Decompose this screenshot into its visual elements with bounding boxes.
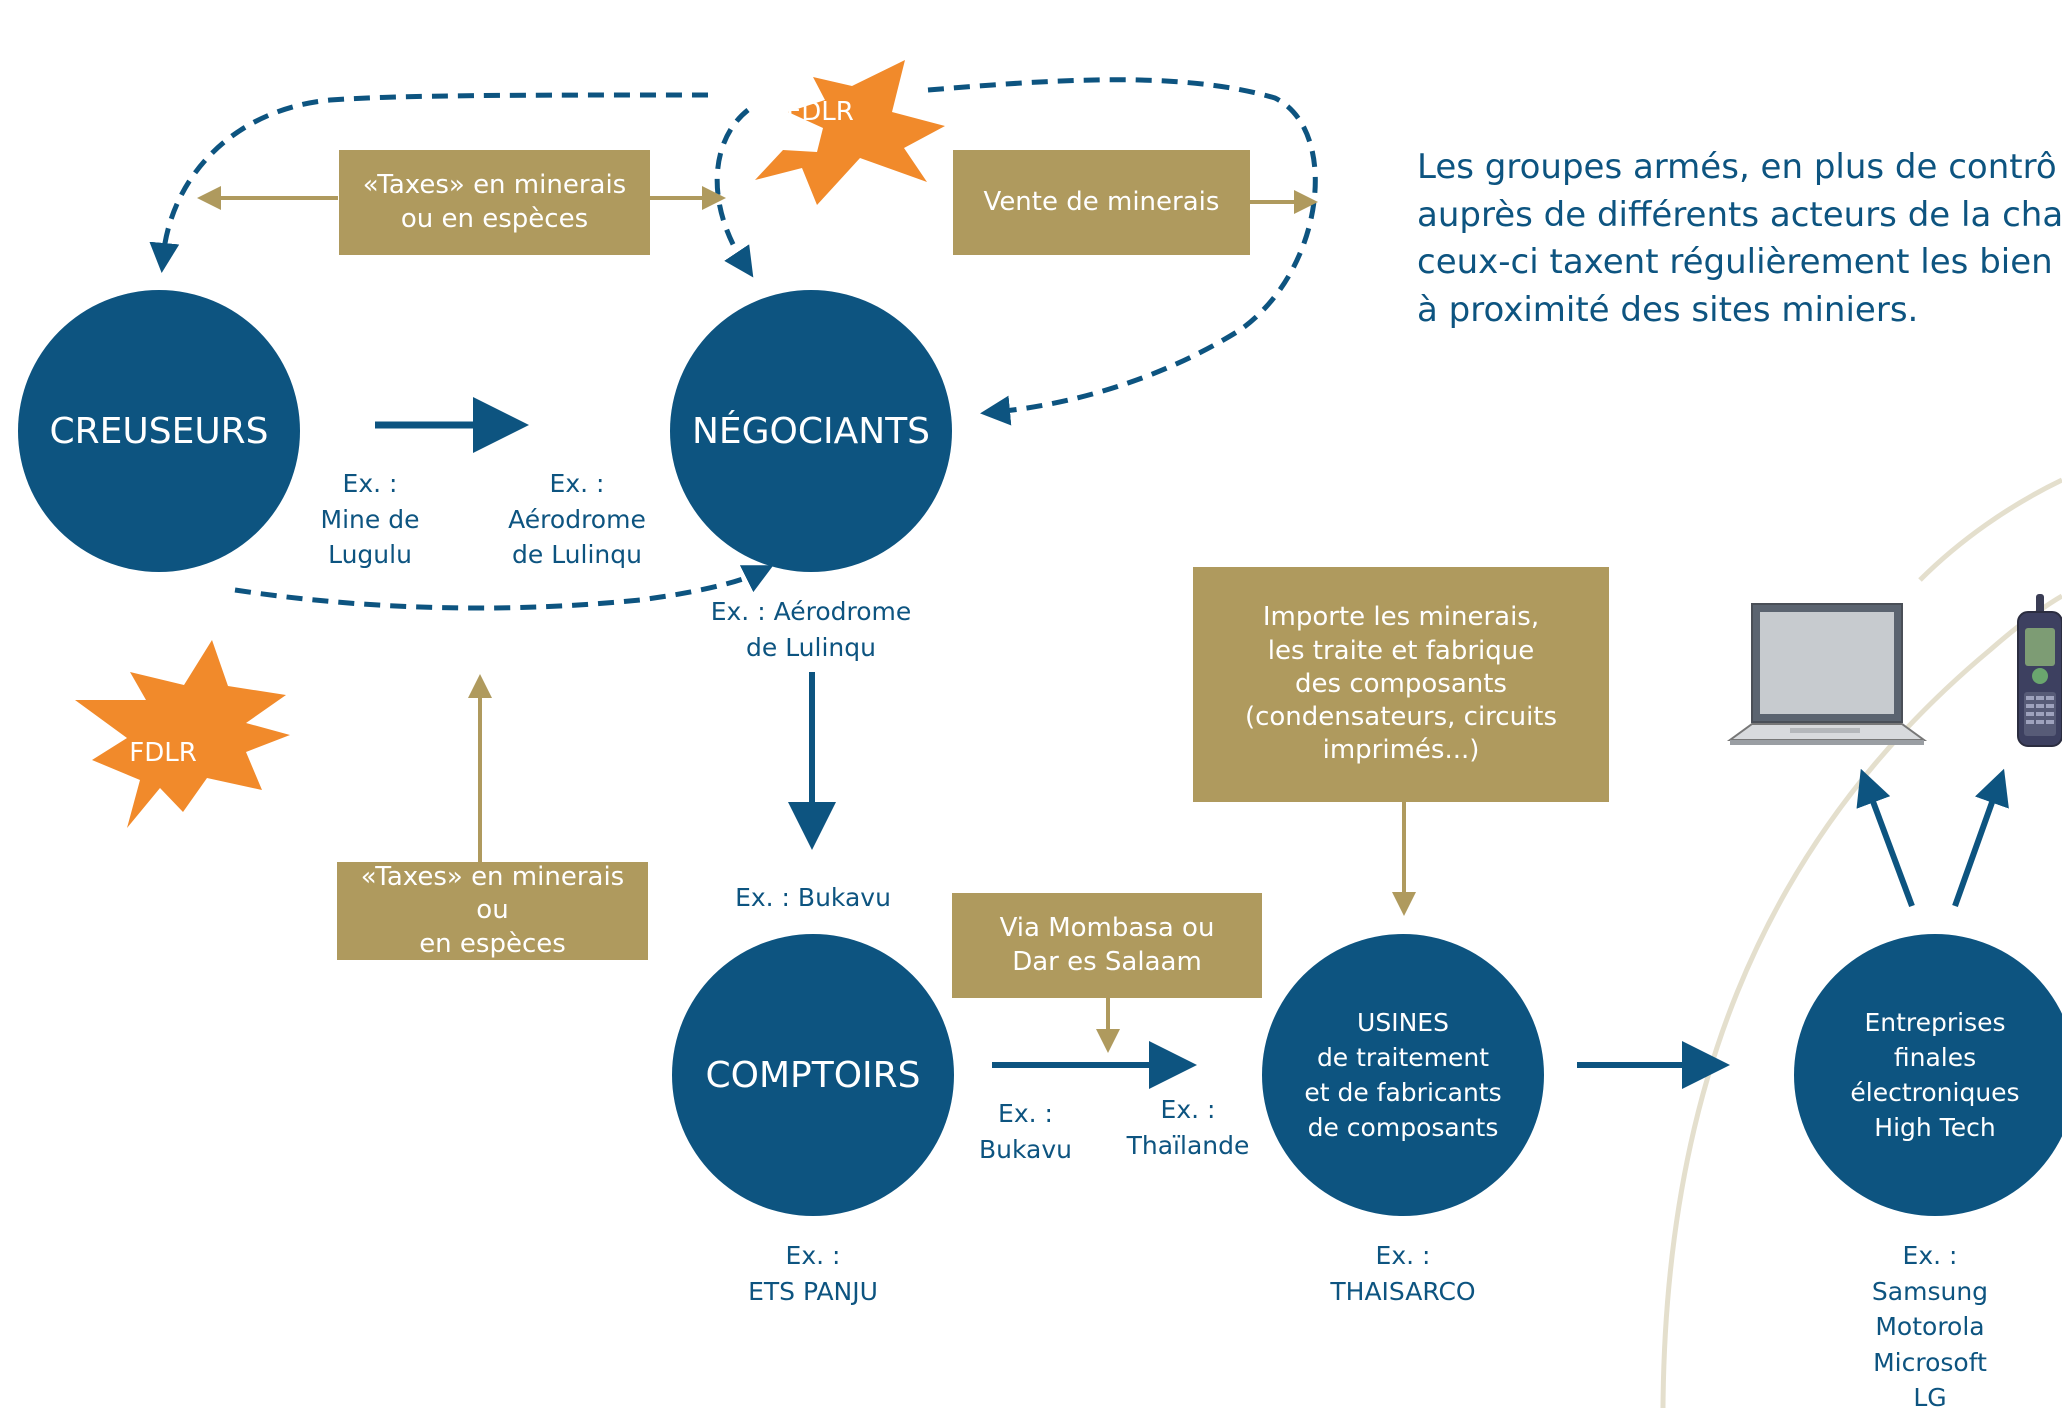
example-aerodrome-2: Ex. : Aérodrome de Lulinqu — [710, 597, 912, 662]
mobile-phone-icon — [2017, 594, 2062, 747]
example-aerodrome-1: Ex. : Aérodrome de Lulinqu — [508, 469, 646, 569]
example-ets-panju: Ex. : ETS PANJU — [748, 1241, 878, 1306]
arrow-to-laptop — [1856, 768, 1915, 908]
example-thailande: Ex. : Thaïlande — [1126, 1095, 1250, 1160]
intro-text: Les groupes armés, en plus de contrô aup… — [1417, 147, 2062, 330]
taxes-box-left: «Taxes» en minerais ou en espèces — [337, 862, 648, 960]
entreprises-label: Entreprises finales électroniques High T… — [1850, 1008, 2020, 1142]
comptoirs-node: COMPTOIRS — [672, 934, 954, 1216]
arrow-to-phone — [1952, 768, 2009, 908]
usines-node: USINES de traitement et de fabricants de… — [1262, 934, 1544, 1216]
taxes-box-top: «Taxes» en minerais ou en espèces — [339, 150, 650, 255]
importe-box: Importe les minerais, les traite et fabr… — [1193, 567, 1609, 802]
entreprises-node: Entreprises finales électroniques High T… — [1794, 934, 2062, 1216]
creuseurs-label: CREUSEURS — [49, 410, 269, 452]
example-bukavu: Ex. : Bukavu — [979, 1099, 1072, 1164]
fdlr-star-top — [755, 60, 945, 205]
negociants-node: NÉGOCIANTS — [670, 290, 952, 572]
laptop-icon — [1726, 603, 1928, 745]
example-thaisarco: Ex. : THAISARCO — [1330, 1241, 1476, 1306]
creuseurs-node: CREUSEURS — [18, 290, 300, 572]
negociants-label: NÉGOCIANTS — [691, 410, 931, 452]
dashed-arrow-fdlr-to-negociants-right — [927, 77, 1318, 426]
dashed-arrow-fdlr-to-creuseurs — [149, 92, 709, 273]
comptoirs-label: COMPTOIRS — [705, 1054, 921, 1096]
fdlr-label-top: FDLR — [786, 97, 854, 127]
dashed-arrow-fdlr-to-negociants — [714, 108, 754, 278]
usines-label: USINES de traitement et de fabricants de… — [1304, 1008, 1502, 1142]
example-mine: Ex. : Mine de Lugulu — [320, 469, 420, 569]
dashed-arrow-fdlr-left-to-negociants — [234, 565, 774, 611]
decorative-arc-upper — [1918, 477, 2062, 582]
example-bukavu-top: Ex. : Bukavu — [735, 883, 891, 912]
vente-box: Vente de minerais — [953, 150, 1250, 255]
example-brands: Ex. : Samsung Motorola Microsoft LG — [1871, 1241, 1989, 1408]
fdlr-star-left — [75, 640, 290, 828]
via-box: Via Mombasa ou Dar es Salaam — [952, 893, 1262, 998]
fdlr-label-left: FDLR — [129, 738, 197, 768]
